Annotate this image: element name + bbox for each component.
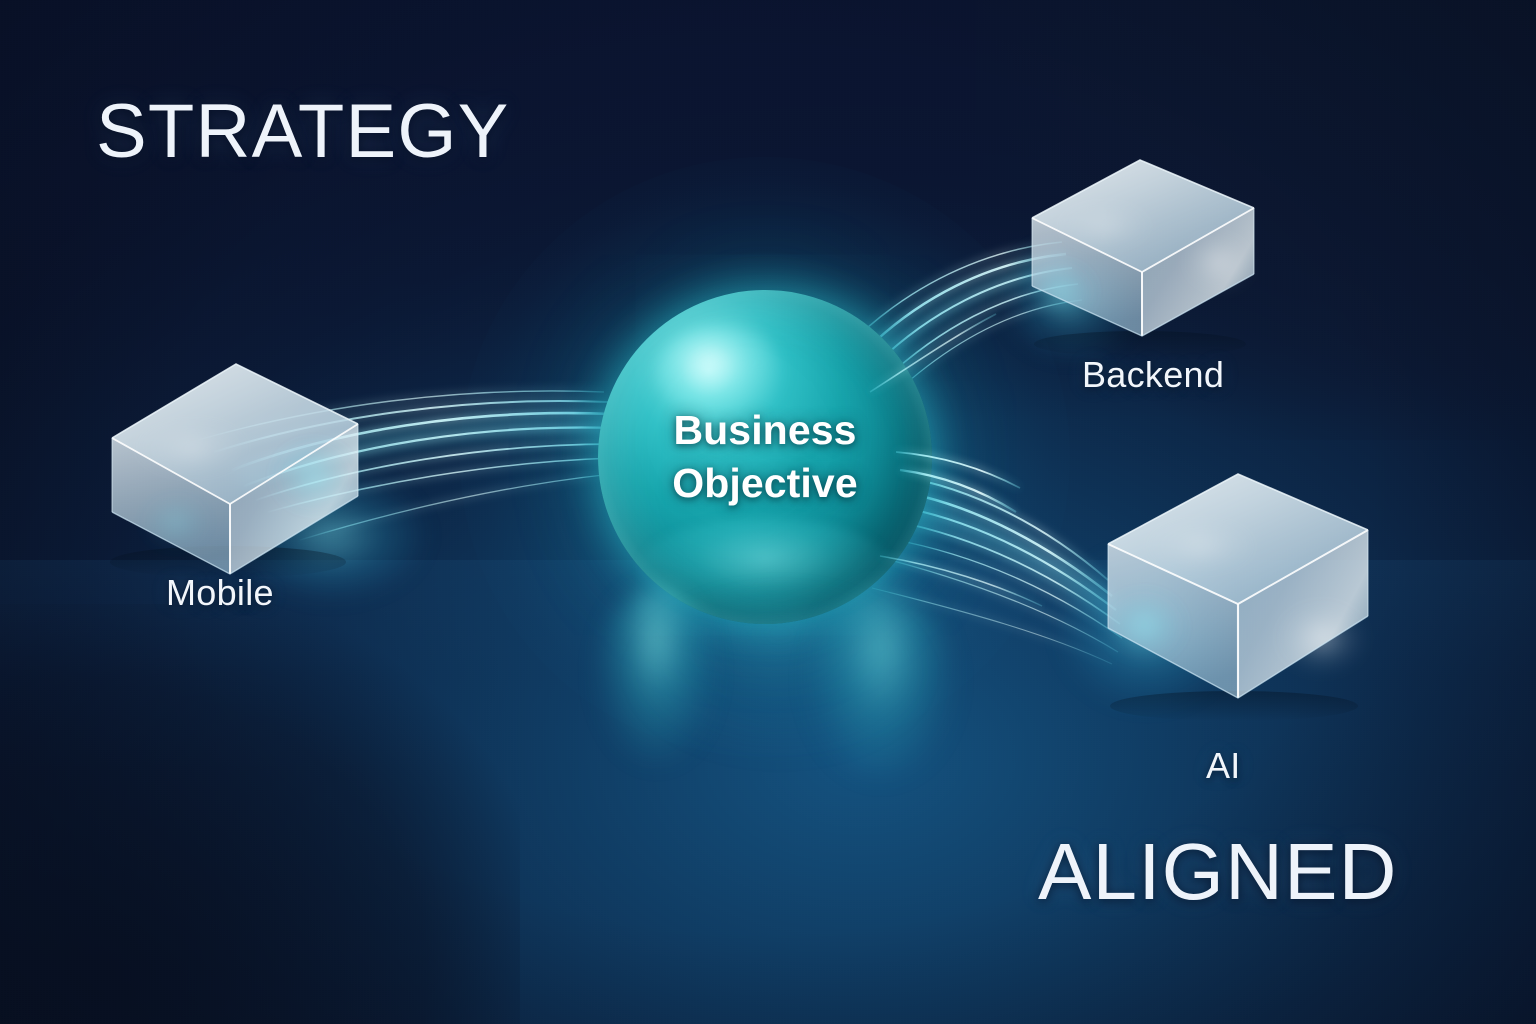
node-label-mobile: Mobile	[166, 572, 274, 613]
sphere-specular-highlight	[656, 326, 784, 422]
headline-aligned: ALIGNED	[1038, 827, 1398, 916]
node-business-objective-sphere[interactable]: Business Objective	[460, 157, 1070, 757]
sphere-bottom-bounce-light	[638, 518, 892, 618]
node-label-backend: Backend	[1082, 354, 1225, 395]
node-backend-cube[interactable]	[1018, 146, 1268, 357]
sphere-label-line-1: Business	[673, 407, 857, 453]
node-ai-cube[interactable]	[1092, 462, 1382, 722]
node-label-ai: AI	[1206, 745, 1241, 786]
sphere-label-line-2: Objective	[672, 460, 858, 507]
sphere-label: Business Objective	[590, 404, 940, 511]
headline-strategy: STRATEGY	[96, 89, 510, 174]
node-mobile-cube[interactable]	[96, 326, 376, 578]
